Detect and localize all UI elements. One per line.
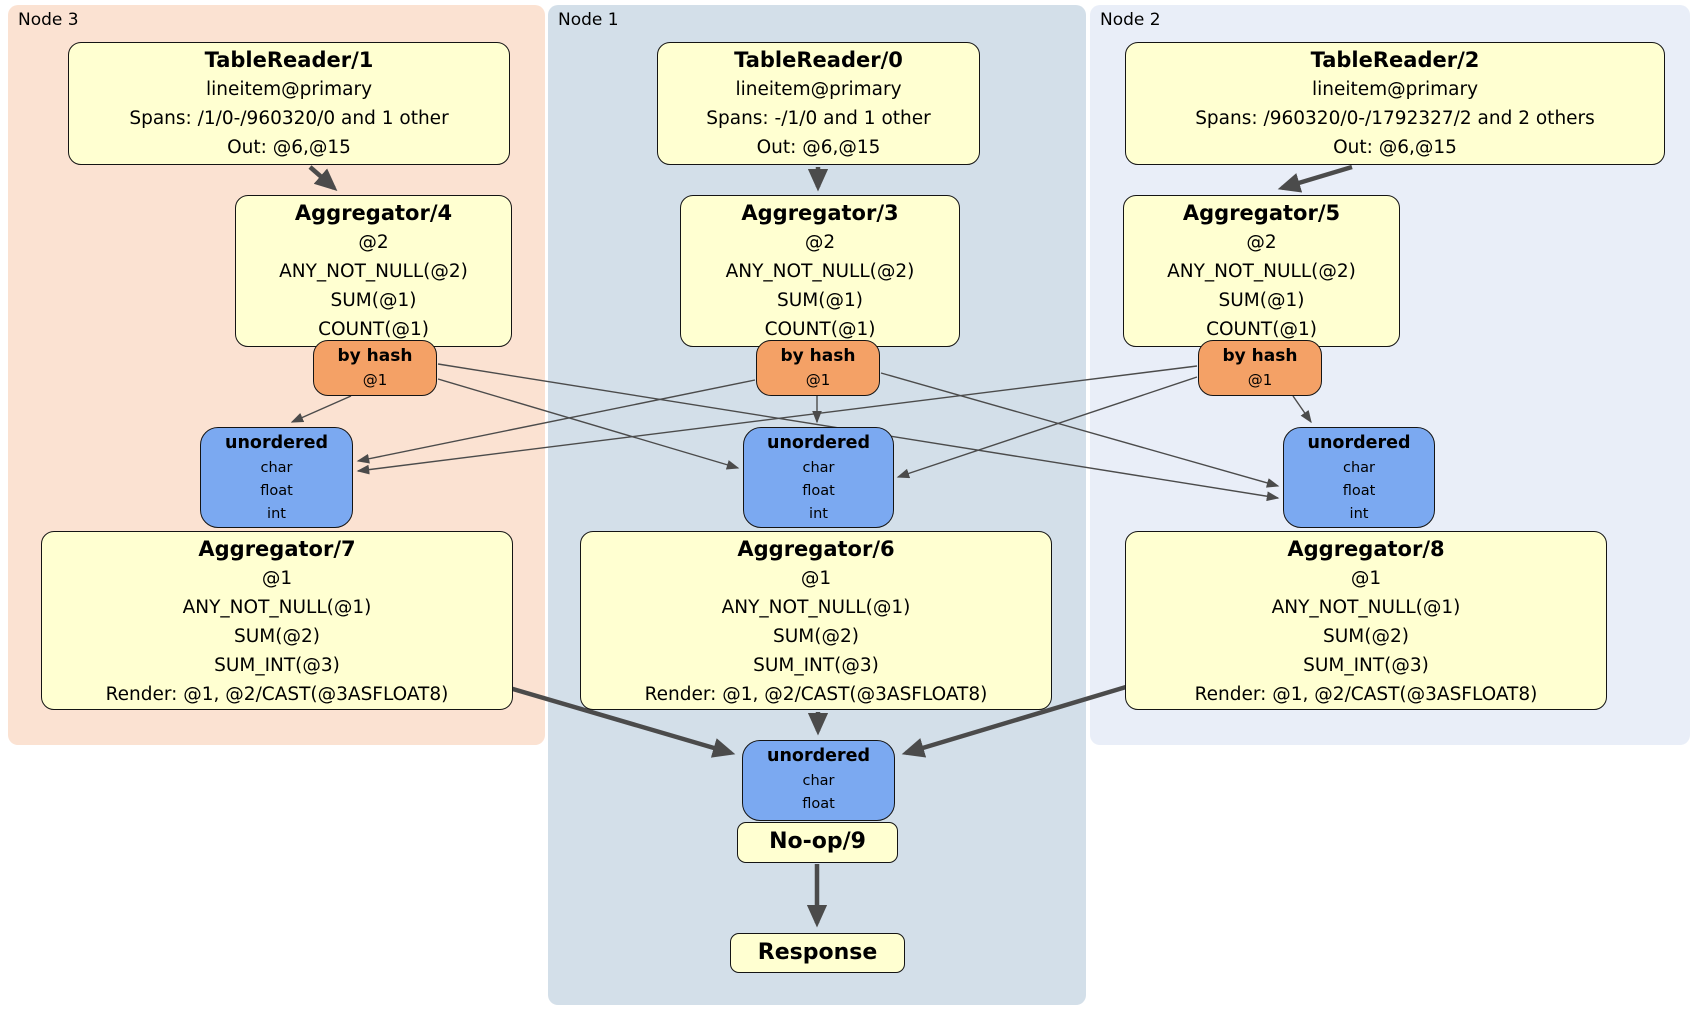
unordered-stream-final: unordered char float xyxy=(742,740,895,821)
edge-hash2-to-stream3 xyxy=(356,365,1198,475)
node2-label: Node 2 xyxy=(1100,10,1161,30)
edge-aggregator7-to-final-stream xyxy=(505,684,736,758)
noop-9-box: No-op/9 xyxy=(737,822,898,863)
aggregator-4-title: Aggregator/4 xyxy=(294,201,453,225)
edge-hash2-to-stream2 xyxy=(1292,395,1312,424)
noop-9-title: No-op/9 xyxy=(769,829,866,854)
unordered-stream-node3: unordered char float int xyxy=(200,427,353,528)
aggregator-8-box: Aggregator/8 @1 ANY_NOT_NULL(@1) SUM(@2)… xyxy=(1125,531,1607,710)
tablereader-0-box: TableReader/0 lineitem@primary Spans: -/… xyxy=(657,42,980,165)
tablereader-1-box: TableReader/1 lineitem@primary Spans: /1… xyxy=(68,42,510,165)
aggregator-6-box: Aggregator/6 @1 ANY_NOT_NULL(@1) SUM(@2)… xyxy=(580,531,1052,710)
tablereader-2-box: TableReader/2 lineitem@primary Spans: /9… xyxy=(1125,42,1665,165)
tablereader-2-title: TableReader/2 xyxy=(1310,48,1480,72)
edge-hash3-to-stream1 xyxy=(437,378,740,470)
edge-hash2-to-stream1 xyxy=(896,376,1198,479)
edge-hash1-to-stream2 xyxy=(880,372,1280,488)
unordered-stream-node1: unordered char float int xyxy=(743,427,894,528)
edge-tablereader2-to-aggregator5 xyxy=(1277,164,1353,193)
response-box: Response xyxy=(730,933,905,973)
hash-router-node2: by hash @1 xyxy=(1198,340,1322,396)
aggregator-5-title: Aggregator/5 xyxy=(1182,201,1341,225)
aggregator-7-title: Aggregator/7 xyxy=(198,537,356,561)
aggregator-6-title: Aggregator/6 xyxy=(737,537,895,561)
edge-aggregator8-to-final-stream xyxy=(901,681,1137,758)
tablereader-1-title: TableReader/1 xyxy=(204,48,374,72)
aggregator-3-box: Aggregator/3 @2 ANY_NOT_NULL(@2) SUM(@1)… xyxy=(680,195,960,347)
aggregator-5-box: Aggregator/5 @2 ANY_NOT_NULL(@2) SUM(@1)… xyxy=(1123,195,1400,347)
aggregator-8-title: Aggregator/8 xyxy=(1287,537,1445,561)
hash-router-node3: by hash @1 xyxy=(313,340,437,396)
aggregator-7-box: Aggregator/7 @1 ANY_NOT_NULL(@1) SUM(@2)… xyxy=(41,531,513,710)
tablereader-0-title: TableReader/0 xyxy=(734,48,903,72)
response-title: Response xyxy=(757,940,878,965)
node3-label: Node 3 xyxy=(18,10,79,30)
edge-hash3-to-stream3 xyxy=(290,395,352,423)
aggregator-4-box: Aggregator/4 @2 ANY_NOT_NULL(@2) SUM(@1)… xyxy=(235,195,512,347)
hash-router-node1: by hash @1 xyxy=(756,340,880,396)
edge-hash1-to-stream3 xyxy=(356,379,756,464)
node1-label: Node 1 xyxy=(558,10,619,30)
edge-tablereader1-to-aggregator4 xyxy=(308,165,338,191)
aggregator-3-title: Aggregator/3 xyxy=(741,201,899,225)
unordered-stream-node2: unordered char float int xyxy=(1283,427,1435,528)
